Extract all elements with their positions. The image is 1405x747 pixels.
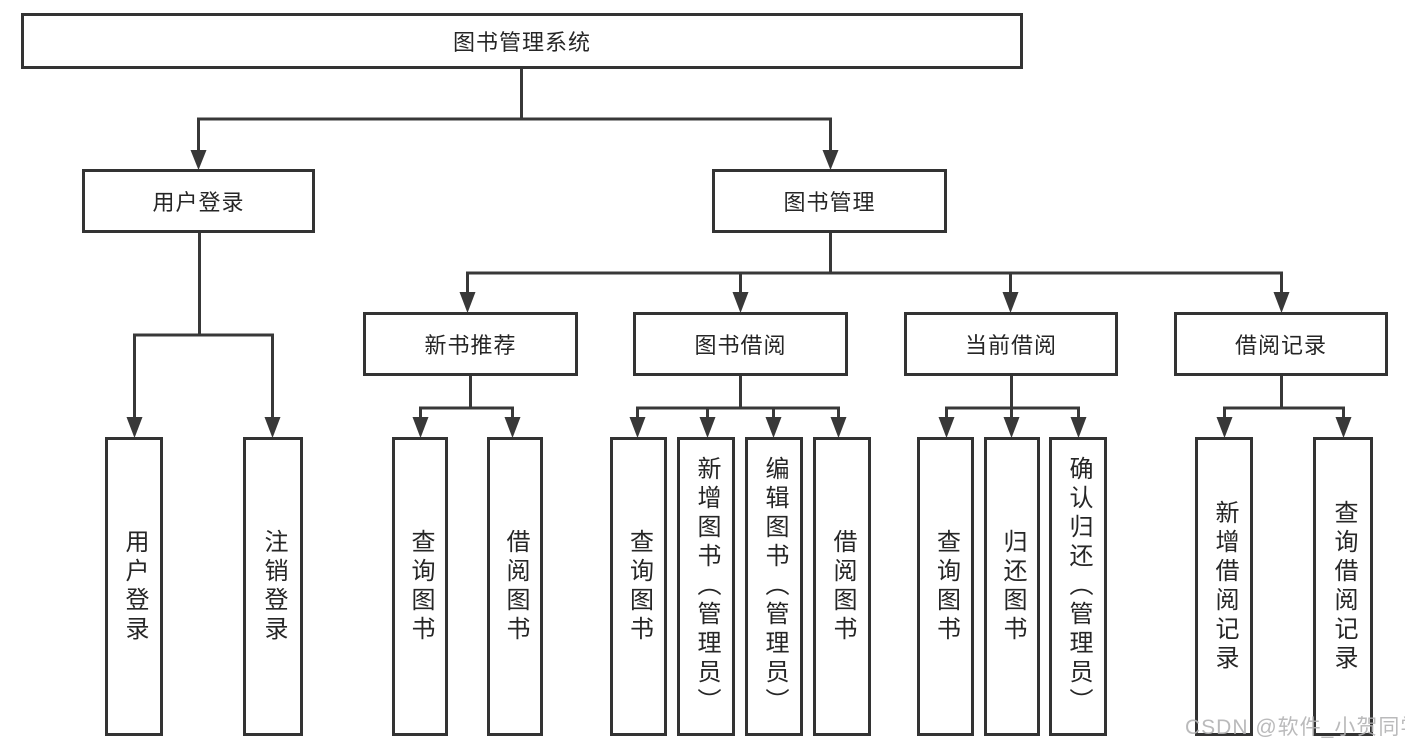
node-book-management-label: 图书管理: [783, 190, 876, 215]
leaf-borrow-add-books-admin: 新增图书（管理员）: [677, 437, 735, 736]
node-borrow-records-label: 借阅记录: [1234, 333, 1327, 358]
leaf-borrow-edit-books-admin-label: 编辑图书（管理员）: [761, 456, 788, 717]
node-book-management: 图书管理: [712, 169, 947, 233]
leaf-current-query-books: 查询图书: [917, 437, 974, 736]
leaf-current-return-books-label: 归还图书: [999, 528, 1026, 645]
node-root-label: 图书管理系统: [452, 30, 591, 55]
node-root-system: 图书管理系统: [21, 13, 1023, 69]
leaf-borrow-add-books-admin-label: 新增图书（管理员）: [693, 456, 720, 717]
leaf-current-confirm-return-admin: 确认归还（管理员）: [1049, 437, 1107, 736]
node-new-book-recommend: 新书推荐: [363, 312, 578, 376]
leaf-user-login: 用户登录: [105, 437, 163, 736]
leaf-borrow-query-books: 查询图书: [610, 437, 667, 736]
leaf-logout: 注销登录: [243, 437, 303, 736]
csdn-watermark: CSDN @软件_小贺同学: [1185, 716, 1405, 739]
node-user-login: 用户登录: [82, 169, 315, 233]
node-current-borrow: 当前借阅: [904, 312, 1118, 376]
leaf-borrow-borrow-books: 借阅图书: [813, 437, 871, 736]
node-new-book-recommend-label: 新书推荐: [424, 333, 517, 358]
leaf-records-query-borrow-record-label: 查询借阅记录: [1330, 499, 1357, 674]
node-current-borrow-label: 当前借阅: [964, 333, 1057, 358]
leaf-records-add-borrow-record: 新增借阅记录: [1195, 437, 1253, 736]
leaf-logout-label: 注销登录: [260, 528, 287, 645]
leaf-records-add-borrow-record-label: 新增借阅记录: [1211, 499, 1238, 674]
leaf-recommend-borrow-books-label: 借阅图书: [502, 528, 529, 645]
node-book-borrow-label: 图书借阅: [694, 333, 787, 358]
node-book-borrow: 图书借阅: [633, 312, 848, 376]
leaf-recommend-query-books: 查询图书: [392, 437, 448, 736]
node-borrow-records: 借阅记录: [1174, 312, 1388, 376]
leaf-recommend-query-books-label: 查询图书: [407, 528, 434, 645]
leaf-borrow-borrow-books-label: 借阅图书: [829, 528, 856, 645]
leaf-borrow-edit-books-admin: 编辑图书（管理员）: [745, 437, 803, 736]
node-user-login-label: 用户登录: [152, 190, 245, 215]
leaf-borrow-query-books-label: 查询图书: [625, 528, 653, 645]
leaf-current-confirm-return-admin-label: 确认归还（管理员）: [1065, 456, 1092, 717]
leaf-user-login-label: 用户登录: [121, 528, 148, 645]
leaf-current-return-books: 归还图书: [984, 437, 1040, 736]
leaf-records-query-borrow-record: 查询借阅记录: [1313, 437, 1373, 736]
leaf-recommend-borrow-books: 借阅图书: [487, 437, 543, 736]
leaf-current-query-books-label: 查询图书: [932, 528, 960, 645]
